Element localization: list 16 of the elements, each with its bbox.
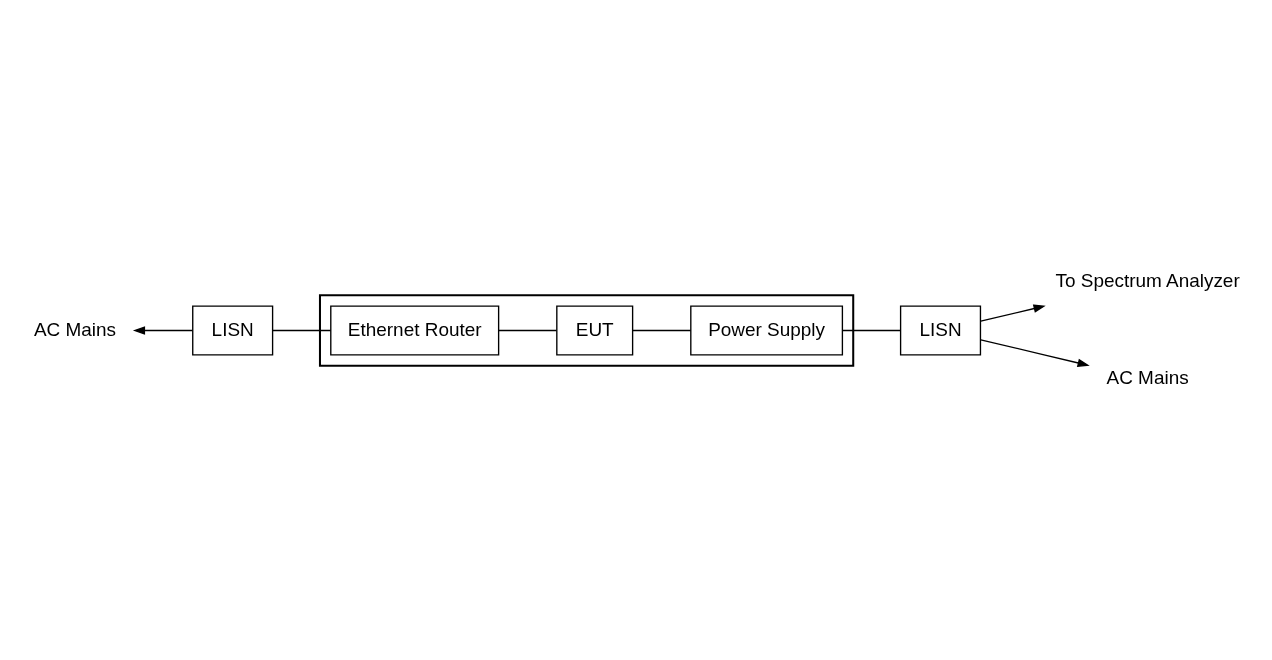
cluster xyxy=(318,293,855,367)
node-box: EUT xyxy=(556,304,634,356)
connector xyxy=(272,329,332,331)
node-box: Ethernet Router xyxy=(330,304,500,356)
arrow xyxy=(132,325,194,335)
connector xyxy=(632,329,692,331)
node-box: Power Supply xyxy=(690,304,844,356)
node-box: LISN xyxy=(192,304,274,356)
connector xyxy=(841,329,902,331)
connector xyxy=(498,329,558,331)
node-box: LISN xyxy=(899,304,982,356)
node-text: To Spectrum Analyzer xyxy=(1055,269,1240,291)
node-text: AC Mains xyxy=(1106,366,1189,388)
arrow xyxy=(980,303,1046,322)
node-text: AC Mains xyxy=(33,318,117,340)
arrow xyxy=(980,338,1090,367)
